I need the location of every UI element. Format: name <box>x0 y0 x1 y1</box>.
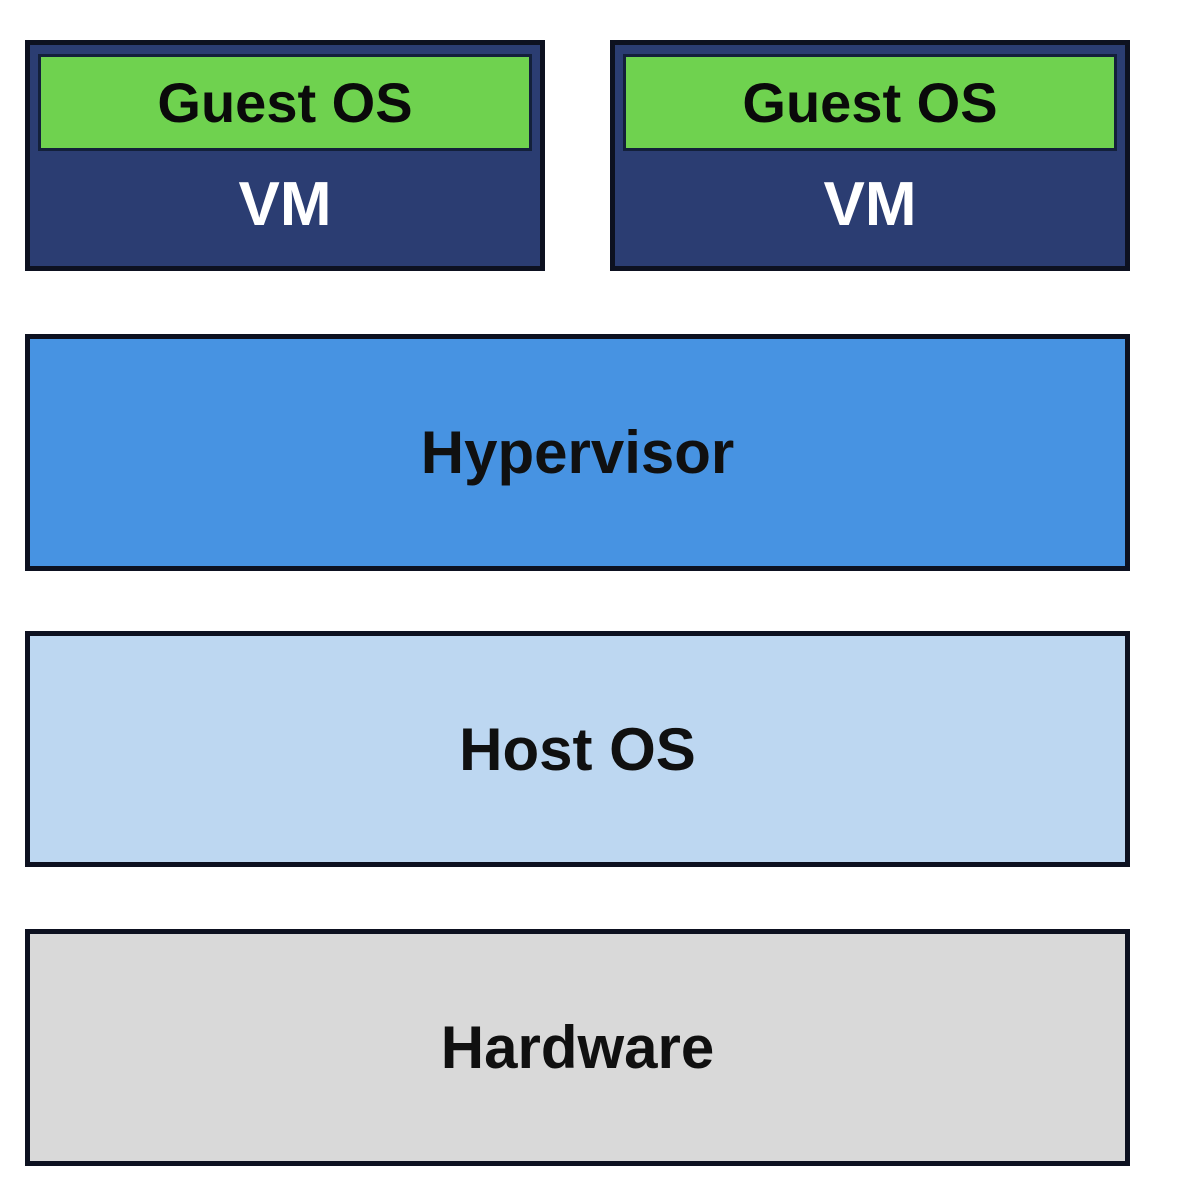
guest-os-label-2: Guest OS <box>742 71 998 134</box>
vm-box-2: Guest OS VM <box>610 40 1130 271</box>
vm-box-1: Guest OS VM <box>25 40 545 271</box>
guest-os-box-1: Guest OS <box>38 54 532 151</box>
vm-label-1: VM <box>238 170 332 239</box>
host-os-box: Host OS <box>25 631 1130 867</box>
vm-label-2: VM <box>823 170 917 239</box>
hypervisor-box: Hypervisor <box>25 334 1130 571</box>
hardware-label: Hardware <box>440 1014 715 1081</box>
guest-os-label-1: Guest OS <box>157 71 413 134</box>
hypervisor-label: Hypervisor <box>420 419 735 486</box>
host-os-label: Host OS <box>459 715 696 783</box>
guest-os-box-2: Guest OS <box>623 54 1117 151</box>
hardware-box: Hardware <box>25 929 1130 1166</box>
